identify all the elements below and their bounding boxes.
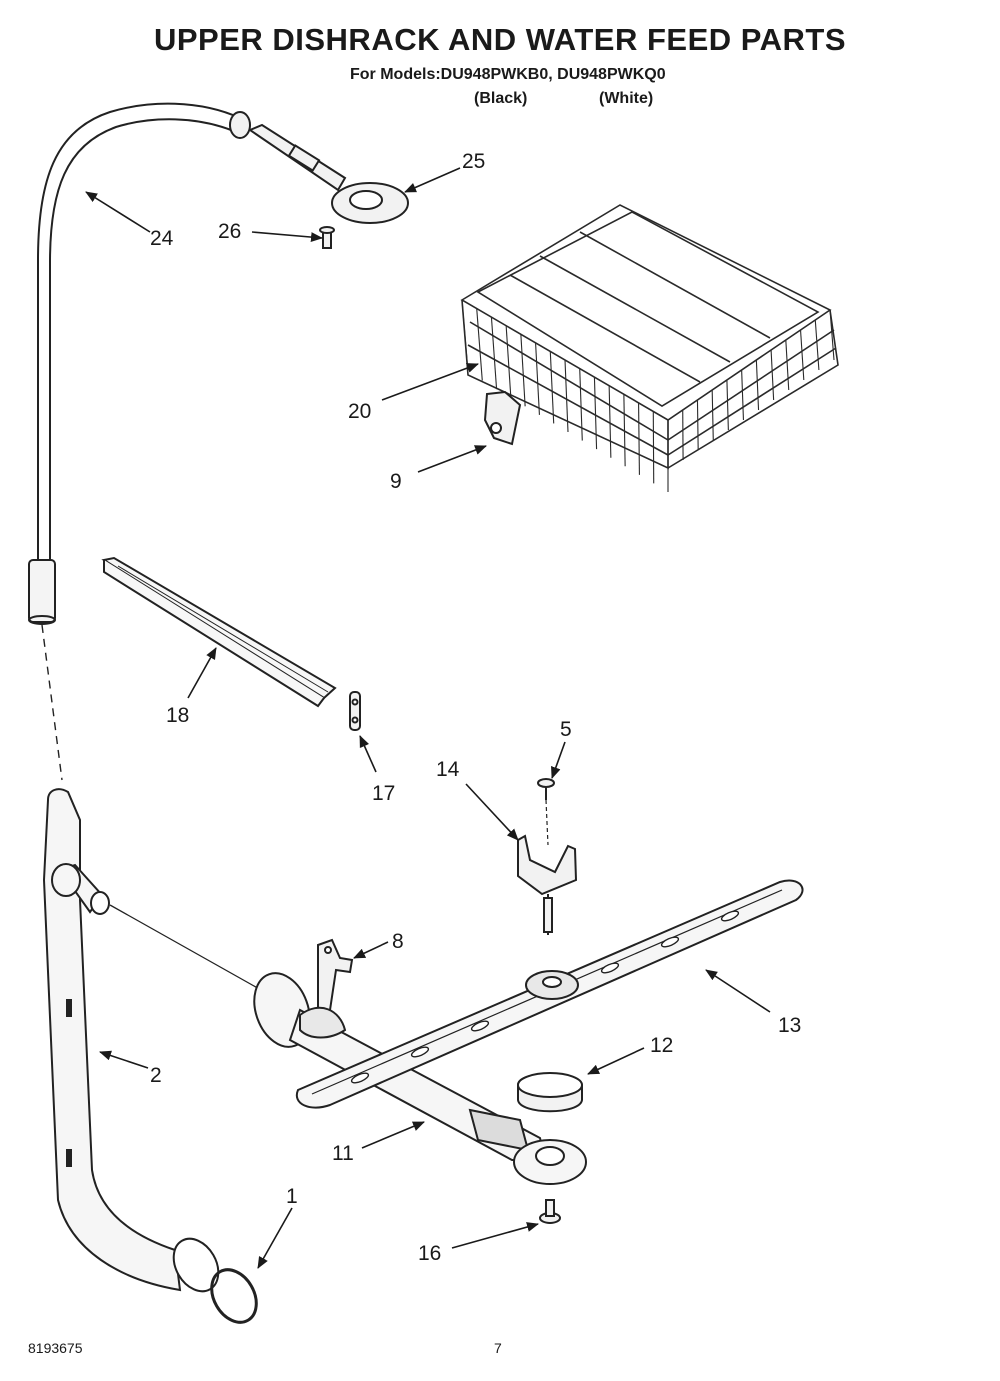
rack-wire <box>579 368 583 441</box>
rack-wire <box>638 402 640 475</box>
variant-black-label: (Black) <box>474 90 528 107</box>
rack-wire <box>711 389 714 441</box>
callout-2: 2 <box>150 1064 162 1087</box>
screw-part-26 <box>319 226 335 249</box>
rack-wire <box>520 334 526 407</box>
rack-rail-part-18 <box>101 556 337 708</box>
page-title: UPPER DISHRACK AND WATER FEED PARTS <box>153 22 847 57</box>
hub-screw-part-5 <box>537 778 555 846</box>
o-ring-part-1 <box>210 1268 258 1324</box>
leader-26 <box>251 231 323 243</box>
spray-hole <box>660 936 680 948</box>
spray-hole <box>410 1046 430 1058</box>
upper-dishrack-part-20 <box>460 204 839 470</box>
leader-12 <box>587 1047 645 1075</box>
leader-11 <box>361 1121 425 1149</box>
callout-labels: 24 25 26 20 9 18 17 5 14 8 2 13 12 11 1 … <box>150 150 801 1265</box>
manifold-part-11 <box>253 972 587 1185</box>
leader-1 <box>257 1207 293 1269</box>
callout-5: 5 <box>560 718 572 741</box>
upper-spray-nozzle-part-25 <box>229 111 409 224</box>
callout-1: 1 <box>286 1185 298 1208</box>
callout-14: 14 <box>436 758 460 781</box>
rack-wire <box>608 385 612 458</box>
leader-lines <box>85 167 771 1269</box>
callout-26: 26 <box>218 220 241 243</box>
rack-wire <box>785 339 790 391</box>
rail-stop-part-17 <box>349 691 361 731</box>
rack-wires <box>461 299 835 492</box>
callout-13: 13 <box>778 1014 801 1037</box>
leader-2 <box>99 1050 149 1069</box>
leader-8 <box>353 941 389 959</box>
document-number: 8193675 <box>28 1340 83 1356</box>
rack-wire <box>535 342 540 415</box>
supply-tube-part-2 <box>42 788 220 1293</box>
rack-wire <box>505 325 512 398</box>
rack-wire <box>461 299 469 373</box>
rack-wire <box>593 377 598 450</box>
rack-wire <box>770 349 775 401</box>
leader-24 <box>85 191 151 233</box>
bottom-screw-part-16 <box>539 1199 561 1224</box>
page-number: 7 <box>494 1340 502 1356</box>
rack-wire <box>564 359 569 433</box>
rack-wire <box>549 351 555 424</box>
callout-9: 9 <box>390 470 402 493</box>
leader-18 <box>187 647 217 699</box>
leader-16 <box>451 1222 539 1249</box>
leader-9 <box>417 445 487 473</box>
callout-8: 8 <box>392 930 404 953</box>
spray-hole <box>470 1020 490 1032</box>
callout-11: 11 <box>332 1142 354 1165</box>
assembly-guide-line <box>109 904 271 996</box>
rack-wire <box>741 369 745 421</box>
rack-wire <box>726 379 729 431</box>
leader-20 <box>381 363 479 401</box>
callout-20: 20 <box>348 400 371 423</box>
rack-wire <box>755 359 760 411</box>
callout-17: 17 <box>372 782 395 805</box>
feed-tube-part-24 <box>28 102 241 781</box>
leader-14 <box>465 783 519 841</box>
leader-17 <box>359 735 377 773</box>
callout-24: 24 <box>150 227 174 250</box>
rack-wire <box>476 308 483 381</box>
rack-wire <box>696 399 699 451</box>
spray-hole <box>600 962 620 974</box>
callout-25: 25 <box>462 150 485 173</box>
spray-arm-hub-part-14 <box>517 834 578 935</box>
leader-5 <box>551 741 566 779</box>
rack-wire <box>829 309 835 361</box>
spray-hole <box>720 910 740 922</box>
rack-wire <box>623 394 626 467</box>
bearing-ring-part-12 <box>517 1072 583 1113</box>
callout-12: 12 <box>650 1034 673 1057</box>
callout-18: 18 <box>166 704 189 727</box>
spray-hole <box>350 1072 370 1084</box>
variant-white-label: (White) <box>599 90 654 107</box>
leader-25 <box>404 167 461 193</box>
clamp-part-8 <box>317 938 354 1014</box>
rack-wire <box>799 329 805 381</box>
leader-13 <box>705 969 771 1013</box>
rack-adjuster-part-9 <box>483 390 522 446</box>
callout-16: 16 <box>418 1242 441 1265</box>
rack-wire <box>490 317 498 390</box>
spray-arm-holes <box>350 910 740 1084</box>
rack-wire <box>814 319 820 371</box>
models-line: For Models:DU948PWKB0, DU948PWKQ0 <box>350 66 666 83</box>
